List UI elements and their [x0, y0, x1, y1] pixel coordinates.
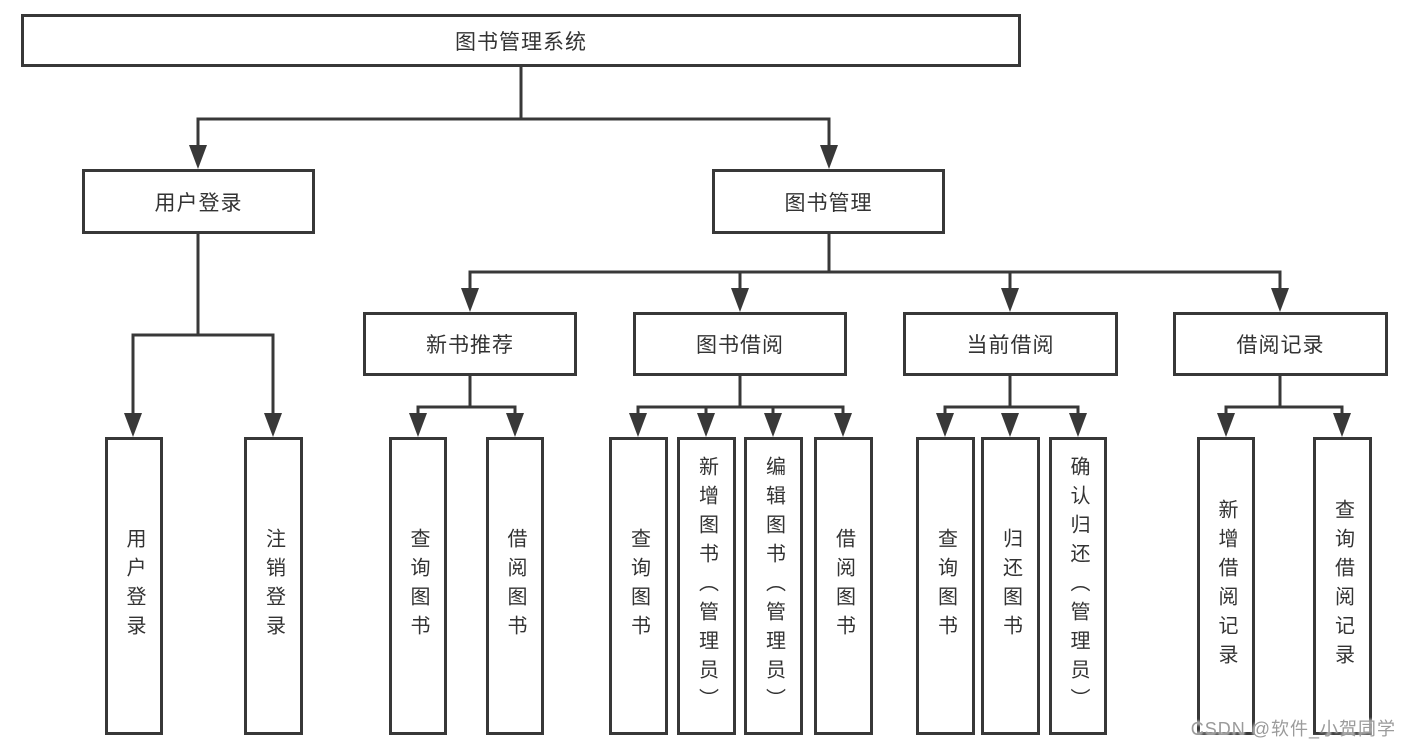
arrow-down-icon: [820, 145, 838, 169]
leaf-edit-books-admin: 编辑图书（管理员）: [744, 437, 803, 735]
leaf-query-books-current: 查询图书: [916, 437, 975, 735]
arrow-down-icon: [1271, 288, 1289, 312]
arrowheads: [124, 145, 1351, 437]
arrow-down-icon: [834, 413, 852, 437]
csdn-watermark: CSDN @软件_小贺同学: [1190, 719, 1396, 739]
arrow-down-icon: [409, 413, 427, 437]
leaf-add-books-admin: 新增图书（管理员）: [677, 437, 736, 735]
node-book-management: 图书管理: [712, 169, 945, 234]
node-new-book-recommend: 新书推荐: [363, 312, 577, 376]
leaf-return-books: 归还图书: [981, 437, 1040, 735]
node-borrow-records: 借阅记录: [1173, 312, 1388, 376]
arrow-down-icon: [1069, 413, 1087, 437]
arrow-down-icon: [697, 413, 715, 437]
arrow-down-icon: [1217, 413, 1235, 437]
leaf-query-borrow-record: 查询借阅记录: [1313, 437, 1372, 735]
node-user-login: 用户登录: [82, 169, 315, 234]
arrow-down-icon: [1001, 413, 1019, 437]
leaf-query-books-recommend: 查询图书: [389, 437, 447, 735]
arrow-down-icon: [124, 413, 142, 437]
arrow-down-icon: [461, 288, 479, 312]
leaf-query-books-borrow: 查询图书: [609, 437, 668, 735]
leaf-borrow-books-recommend: 借阅图书: [486, 437, 544, 735]
arrow-down-icon: [264, 413, 282, 437]
node-library-management-system: 图书管理系统: [21, 14, 1021, 67]
arrow-down-icon: [731, 288, 749, 312]
arrow-down-icon: [189, 145, 207, 169]
arrow-down-icon: [1001, 288, 1019, 312]
arrow-down-icon: [629, 413, 647, 437]
leaf-logout: 注销登录: [244, 437, 303, 735]
node-book-borrow: 图书借阅: [633, 312, 847, 376]
node-current-borrow: 当前借阅: [903, 312, 1118, 376]
arrow-down-icon: [936, 413, 954, 437]
arrow-down-icon: [764, 413, 782, 437]
leaf-add-borrow-record: 新增借阅记录: [1197, 437, 1255, 735]
arrow-down-icon: [506, 413, 524, 437]
arrow-down-icon: [1333, 413, 1351, 437]
leaf-borrow-books: 借阅图书: [814, 437, 873, 735]
leaf-confirm-return-admin: 确认归还（管理员）: [1049, 437, 1107, 735]
leaf-user-login: 用户登录: [105, 437, 163, 735]
